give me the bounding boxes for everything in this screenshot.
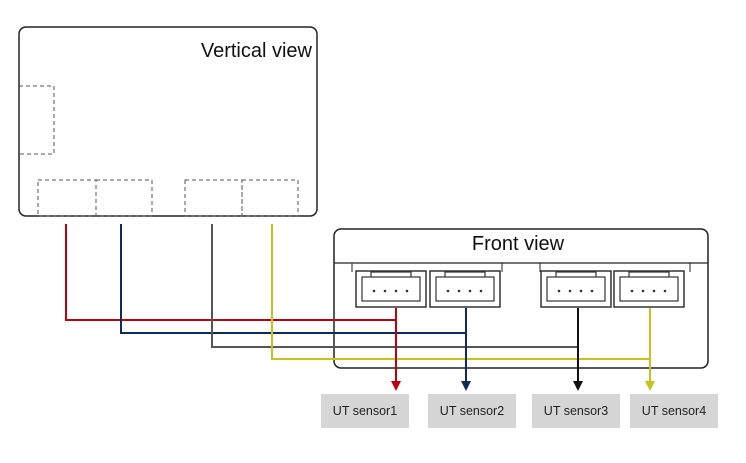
vertical-connector-dashed-4 — [241, 179, 299, 217]
ut-sensor-3-box: UT sensor3 — [532, 394, 620, 428]
vertical-view-title: Vertical view — [201, 40, 313, 62]
ut-sensor-1-box: UT sensor1 — [321, 394, 409, 428]
side-slot-dashed — [19, 85, 55, 155]
wire-sensor-2-route — [120, 224, 466, 334]
wire-sensor-1-route — [65, 224, 396, 321]
front-connector-3 — [540, 270, 612, 308]
front-view-title: Front view — [472, 233, 565, 255]
front-connector-4 — [613, 270, 685, 308]
wire-sensor-3-route — [211, 224, 578, 348]
vertical-connector-dashed-3 — [184, 179, 243, 217]
front-view-board: Front view — [333, 228, 709, 369]
vertical-connector-dashed-1 — [37, 179, 97, 217]
front-step-left — [334, 262, 353, 272]
vertical-view-board: Vertical view — [18, 26, 318, 217]
front-connector-2 — [429, 270, 501, 308]
front-connector-1 — [355, 270, 427, 308]
ut-sensor-4-box: UT sensor4 — [630, 394, 718, 428]
vertical-view-outline — [18, 26, 318, 217]
wire-sensor-4-route — [271, 224, 650, 360]
front-step-right — [689, 262, 708, 272]
front-step-middle — [501, 263, 541, 272]
vertical-connector-dashed-2 — [95, 179, 153, 217]
ut-sensor-2-box: UT sensor2 — [428, 394, 516, 428]
